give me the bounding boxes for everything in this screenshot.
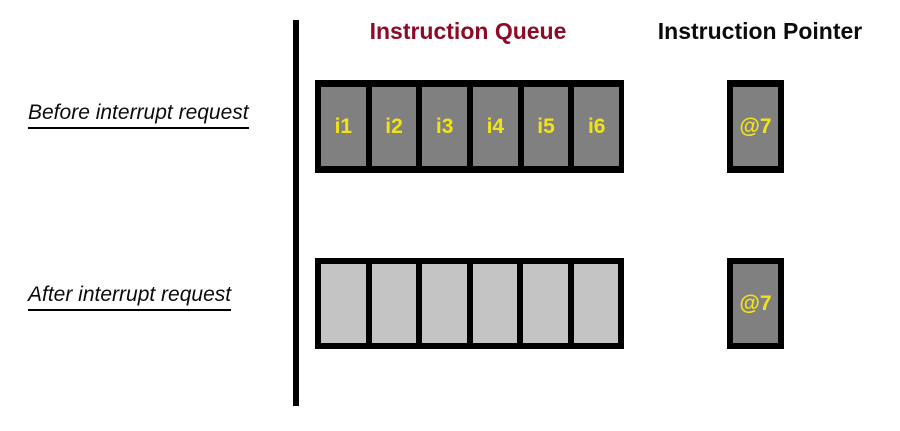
- queue-cell: i1: [321, 87, 366, 166]
- queue-cell: [371, 264, 416, 343]
- pointer-value: @7: [739, 292, 772, 315]
- queue-cell: [573, 264, 618, 343]
- pointer-cell: @7: [733, 264, 778, 343]
- queue-cell: i4: [473, 87, 518, 166]
- queue-cell: i6: [574, 87, 620, 166]
- queue-cell-label: i5: [537, 115, 555, 138]
- queue-cell: [422, 264, 467, 343]
- vertical-divider-rule: [293, 20, 299, 406]
- instruction-queue-after: [315, 258, 624, 349]
- pointer-value: @7: [739, 115, 772, 138]
- instruction-queue-before: i1 i2 i3 i4 i5 i6: [315, 80, 624, 173]
- column-heading-instruction-queue: Instruction Queue: [369, 18, 567, 44]
- queue-cell: i5: [523, 87, 569, 166]
- queue-cell: [523, 264, 568, 343]
- queue-cell: i3: [422, 87, 468, 166]
- queue-cell-label: i3: [435, 115, 454, 138]
- queue-cell-label: i2: [385, 115, 403, 138]
- instruction-pointer-after: @7: [727, 258, 784, 349]
- queue-cell-label: i1: [334, 115, 353, 138]
- pointer-cell: @7: [733, 87, 778, 166]
- queue-cell: i2: [371, 87, 417, 166]
- row-label-before-interrupt-request: Before interrupt request: [28, 100, 249, 129]
- queue-cell-label: i4: [486, 115, 505, 138]
- queue-cell: [472, 264, 517, 343]
- instruction-pointer-before: @7: [727, 80, 784, 173]
- queue-cell: [321, 264, 366, 343]
- queue-cell-label: i6: [587, 115, 606, 138]
- column-heading-instruction-pointer: Instruction Pointer: [657, 18, 863, 44]
- row-label-after-interrupt-request: After interrupt request: [28, 282, 232, 311]
